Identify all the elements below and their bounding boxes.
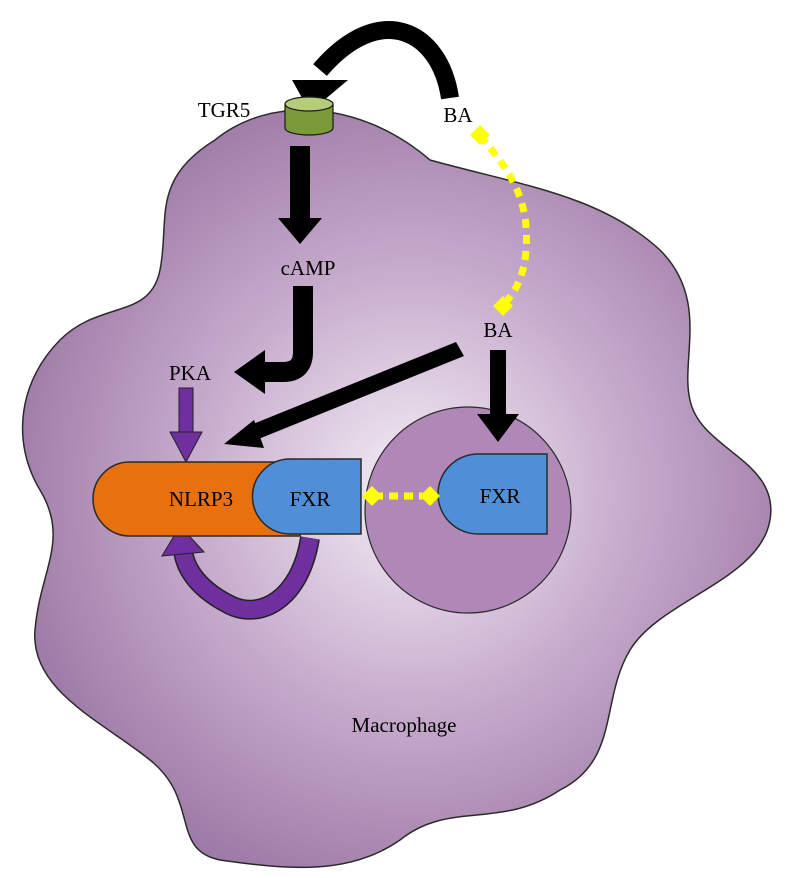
ligand-diamond bbox=[493, 296, 513, 316]
ba-outside-label: BA bbox=[443, 103, 473, 127]
nlrp3-protein bbox=[92, 461, 301, 537]
ba-ligand-path bbox=[470, 125, 531, 316]
ba-to-tgr5-arrow bbox=[313, 21, 459, 100]
nlrp3-label: NLRP3 bbox=[169, 487, 233, 511]
tgr5-label: TGR5 bbox=[198, 98, 251, 122]
fxr-ligand-link bbox=[362, 486, 440, 506]
tgr5-to-camp-arrow bbox=[278, 146, 322, 244]
ligand-diamond bbox=[362, 486, 382, 506]
ba-to-nlrp3-arrow bbox=[224, 342, 464, 448]
ligand-diamond bbox=[470, 125, 490, 145]
camp-to-pka-arrow bbox=[234, 286, 313, 394]
fxr-to-nlrp3-loop-arrow bbox=[161, 525, 320, 620]
macrophage-label: Macrophage bbox=[352, 713, 457, 737]
pka-label: PKA bbox=[169, 361, 212, 385]
ba-inside-label: BA bbox=[483, 318, 513, 342]
fxr-cytoplasm-protein bbox=[251, 458, 362, 535]
camp-label: cAMP bbox=[281, 256, 336, 280]
ba-to-fxr-arrow bbox=[477, 350, 519, 442]
fxr-nucleus-label: FXR bbox=[480, 484, 521, 508]
tgr5-receptor bbox=[284, 96, 334, 136]
pka-to-nlrp3-arrow bbox=[169, 387, 203, 464]
ligand-diamond bbox=[420, 486, 440, 506]
fxr-cytoplasm-label: FXR bbox=[290, 487, 331, 511]
